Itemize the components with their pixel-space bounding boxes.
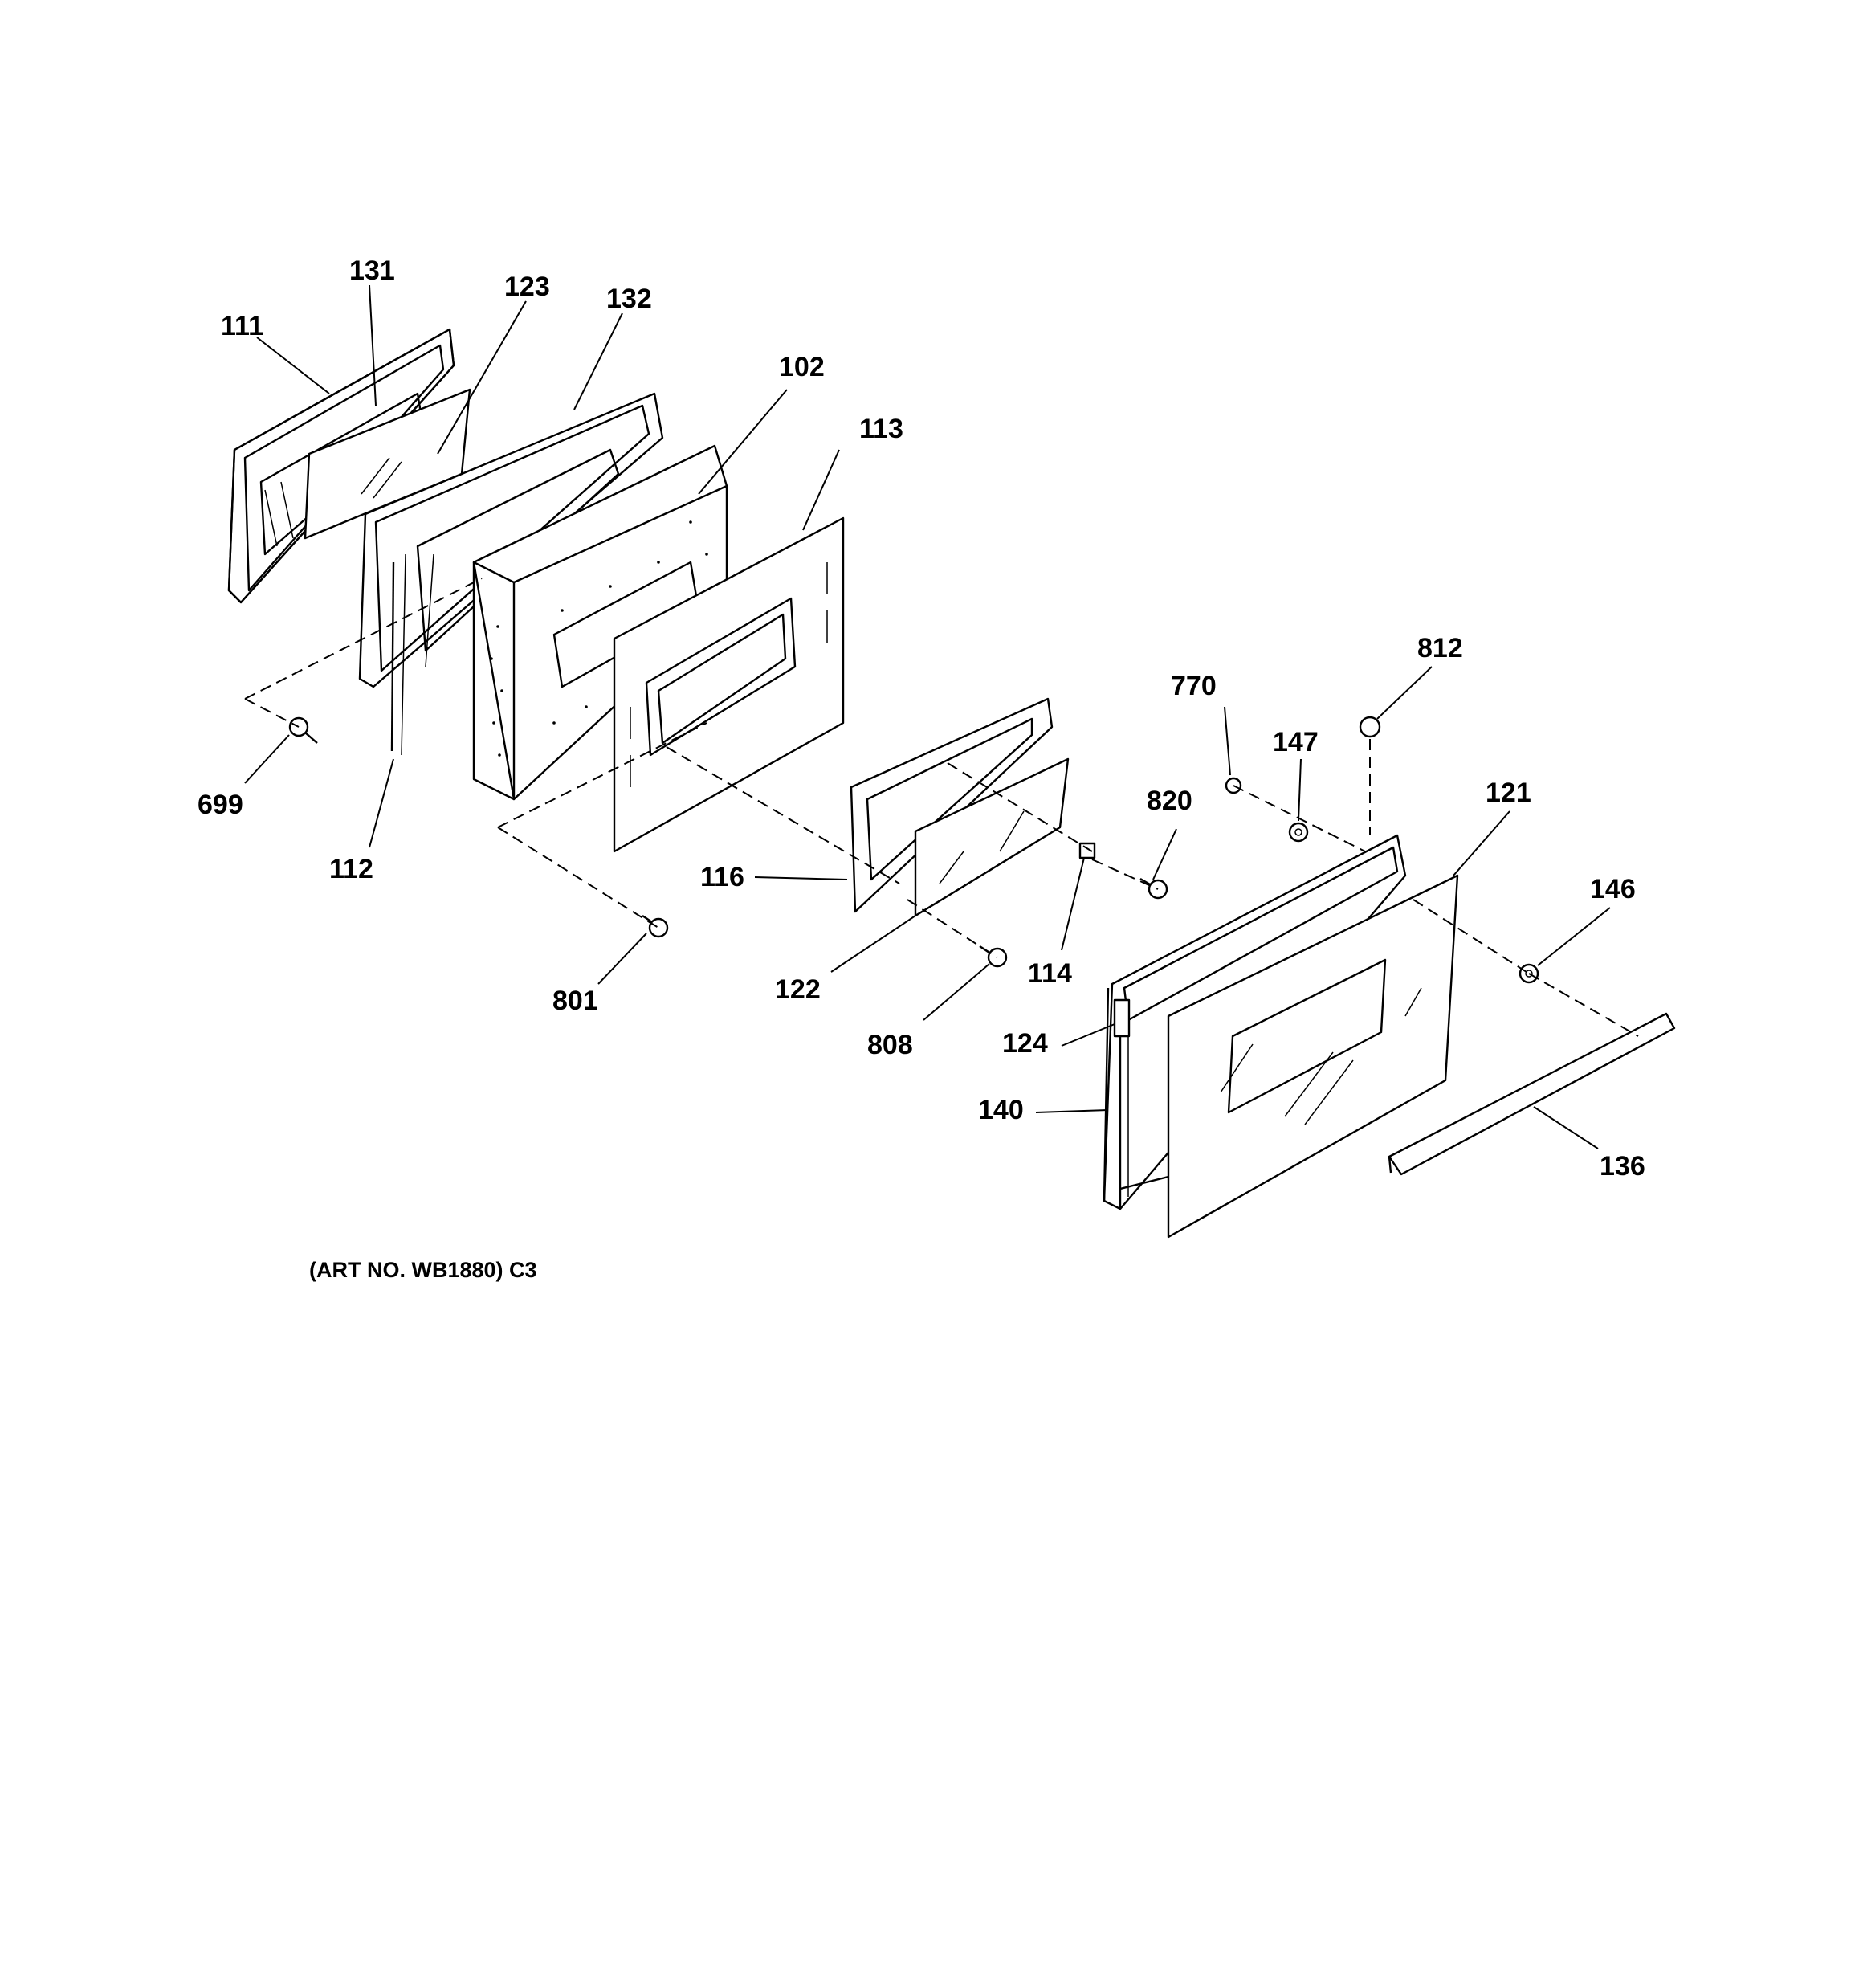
screw-801-icon [642, 915, 669, 938]
leader-lines [244, 284, 1611, 1149]
label-112: 112 [329, 854, 373, 884]
screw-699-icon [288, 716, 318, 744]
label-114: 114 [1028, 958, 1072, 989]
label-123: 123 [504, 271, 550, 302]
label-116: 116 [700, 862, 744, 892]
label-102: 102 [779, 352, 825, 382]
part-132-gasket-frame [358, 392, 664, 756]
part-number-labels: 111 131 123 132 102 113 699 112 801 116 … [198, 255, 1645, 1182]
label-121: 121 [1486, 778, 1531, 808]
label-132: 132 [606, 284, 652, 314]
label-820: 820 [1147, 786, 1192, 816]
label-140: 140 [978, 1095, 1024, 1125]
part-116-glass-bracket [850, 697, 1054, 913]
art-number-caption: (ART NO. WB1880) C3 [309, 1258, 537, 1282]
screw-820-icon [1139, 877, 1168, 900]
washer-147-icon [1288, 822, 1309, 843]
label-131: 131 [349, 255, 395, 286]
assembly-lines [244, 578, 1639, 1037]
label-699: 699 [198, 790, 243, 820]
part-114-clip [1078, 842, 1096, 859]
label-122: 122 [775, 974, 821, 1005]
label-770: 770 [1171, 671, 1217, 701]
part-121-outer-glass [1167, 874, 1459, 1239]
label-808: 808 [867, 1030, 913, 1060]
label-146: 146 [1590, 874, 1636, 904]
label-801: 801 [552, 986, 598, 1016]
part-113-door-panel [613, 516, 845, 853]
label-812: 812 [1417, 633, 1463, 663]
label-136: 136 [1600, 1151, 1645, 1182]
part-124-end-cap [1113, 998, 1131, 1038]
label-124: 124 [1002, 1028, 1048, 1059]
label-147: 147 [1273, 727, 1319, 757]
part-122-middle-glass [914, 757, 1070, 917]
part-136-bottom-trim [1388, 1012, 1676, 1176]
label-111: 111 [221, 311, 263, 341]
screw-812-icon [1359, 716, 1381, 738]
label-113: 113 [859, 414, 903, 444]
